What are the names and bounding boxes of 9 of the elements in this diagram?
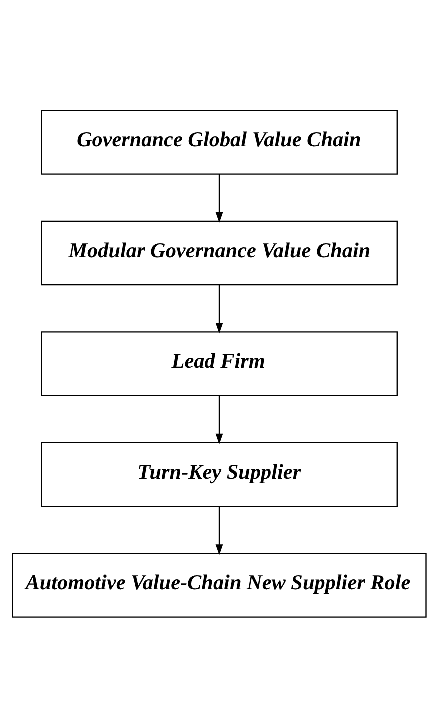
node-box: Governance Global Value Chain: [41, 110, 398, 174]
arrow: [216, 395, 224, 444]
arrow: [216, 174, 224, 223]
node-box: Modular Governance Value Chain: [41, 220, 398, 286]
arrow: [216, 284, 224, 334]
node-box: Lead Firm: [41, 331, 398, 396]
node-box: Automotive Value-Chain New Supplier Role: [12, 552, 427, 618]
arrow: [216, 506, 224, 555]
node-box: Turn-Key Supplier: [41, 442, 398, 507]
